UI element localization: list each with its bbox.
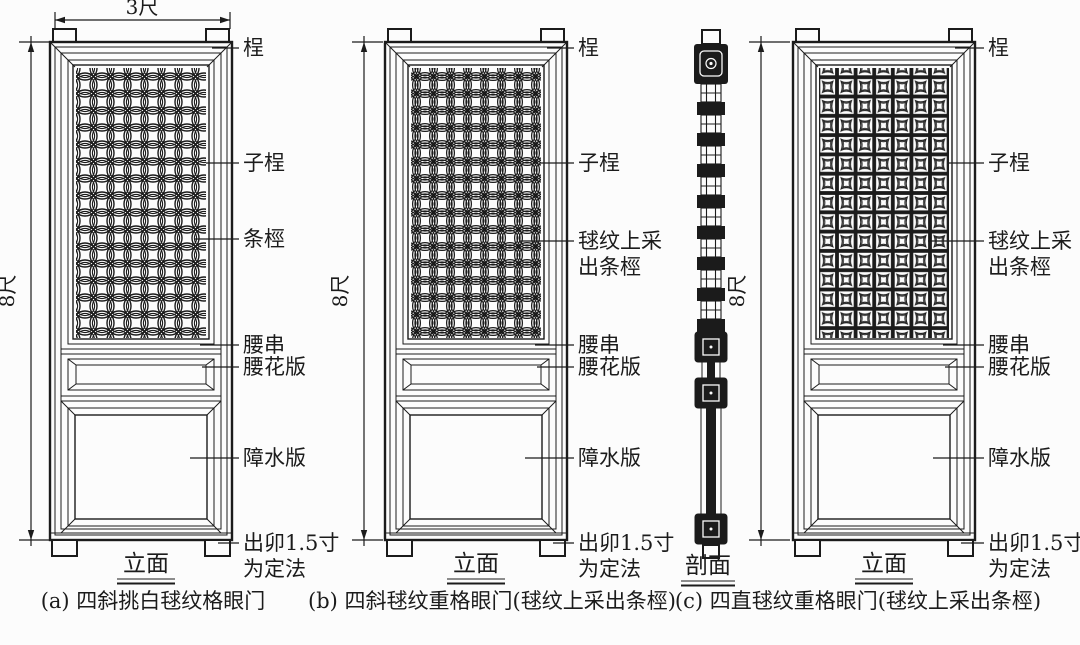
label-tenon-note-c-1: 出卯1.5寸 (988, 531, 1080, 555)
label-yaohuaban-a: 腰花版 (243, 355, 306, 379)
label-zhangshuiban-c: 障水版 (988, 446, 1051, 470)
view-label-elevation-c: 立面 (861, 551, 907, 577)
dim-label-3chi: 3尺 (126, 0, 159, 19)
label-tenon-note-a-2: 为定法 (243, 557, 306, 581)
label-yaohuaban-b: 腰花版 (578, 355, 641, 379)
view-label-elevation-a: 立面 (123, 551, 169, 577)
dim-label-8chi-c: 8尺 (725, 275, 749, 308)
label-zhangshuiban-a: 障水版 (243, 446, 306, 470)
leader-lines (190, 47, 984, 544)
caption-door-a: (a) 四斜挑白毬纹格眼门 (41, 589, 266, 613)
dim-width-3chi (54, 12, 231, 29)
label-yaochuan-b: 腰串 (578, 333, 620, 357)
label-tenon-note-c-2: 为定法 (988, 557, 1051, 581)
labels-door-c: 桯 子桯 毬纹上采 出条桱 腰串 腰花版 障水版 出卯1.5寸 为定法 (988, 36, 1080, 581)
label-zhangshuiban-b: 障水版 (578, 446, 641, 470)
label-qiuwen-c-2: 出条桱 (988, 255, 1051, 279)
dim-label-8chi-b: 8尺 (328, 275, 352, 308)
caption-door-b: (b) 四斜毬纹重格眼门(毬纹上采出条桱) (308, 589, 676, 613)
labels-door-a: 桯 子桯 条桱 腰串 腰花版 障水版 出卯1.5寸 为定法 (243, 36, 339, 581)
label-ziting-b: 子桯 (578, 151, 620, 175)
label-yaohuaban-c: 腰花版 (988, 355, 1051, 379)
label-ting-a: 桯 (243, 36, 264, 60)
door-c-lattice-pattern (819, 68, 949, 338)
dim-height-8chi-b (352, 36, 383, 546)
dim-height-8chi-a (19, 36, 49, 546)
label-ting-b: 桯 (578, 36, 599, 60)
caption-door-c: (c) 四直毬纹重格眼门(毬纹上采出条桱) (675, 589, 1041, 613)
label-ziting-c: 子桯 (988, 151, 1030, 175)
label-tiaojing-a: 条桱 (243, 227, 285, 251)
label-yaochuan-c: 腰串 (988, 333, 1030, 357)
label-tenon-note-b-2: 为定法 (578, 557, 641, 581)
label-tenon-note-a-1: 出卯1.5寸 (243, 531, 339, 555)
dim-height-8chi-c (749, 36, 790, 546)
label-qiuwen-b-1: 毬纹上采 (578, 229, 662, 253)
dim-label-8chi-a: 8尺 (0, 275, 19, 308)
labels-door-b: 桯 子桯 毬纹上采 出条桱 腰串 腰花版 障水版 出卯1.5寸 为定法 (578, 36, 674, 581)
label-tenon-note-b-1: 出卯1.5寸 (578, 531, 674, 555)
label-qiuwen-b-2: 出条桱 (578, 255, 641, 279)
label-ting-c: 桯 (988, 36, 1009, 60)
door-a-lattice-pattern (76, 68, 206, 338)
door-b-lattice-pattern (411, 68, 541, 338)
view-label-elevation-b: 立面 (453, 551, 499, 577)
section-view (694, 29, 728, 559)
view-label-section: 剖面 (685, 553, 731, 579)
label-yaochuan-a: 腰串 (243, 333, 285, 357)
label-qiuwen-c-1: 毬纹上采 (988, 229, 1072, 253)
label-ziting-a: 子桯 (243, 151, 285, 175)
